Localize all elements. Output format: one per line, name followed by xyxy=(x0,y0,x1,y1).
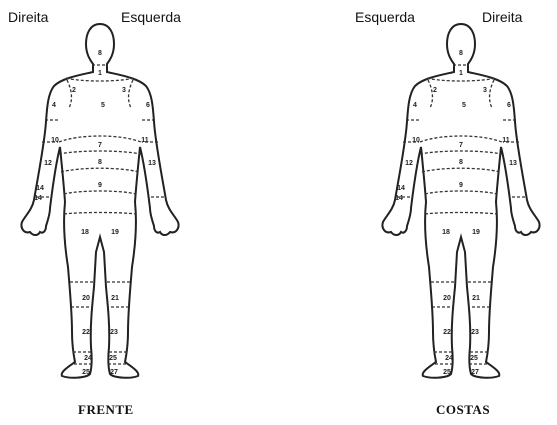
back-body-figure xyxy=(382,24,539,378)
front-body-figure xyxy=(21,24,178,378)
back-caption: COSTAS xyxy=(436,402,490,418)
front-caption: FRENTE xyxy=(78,402,134,418)
